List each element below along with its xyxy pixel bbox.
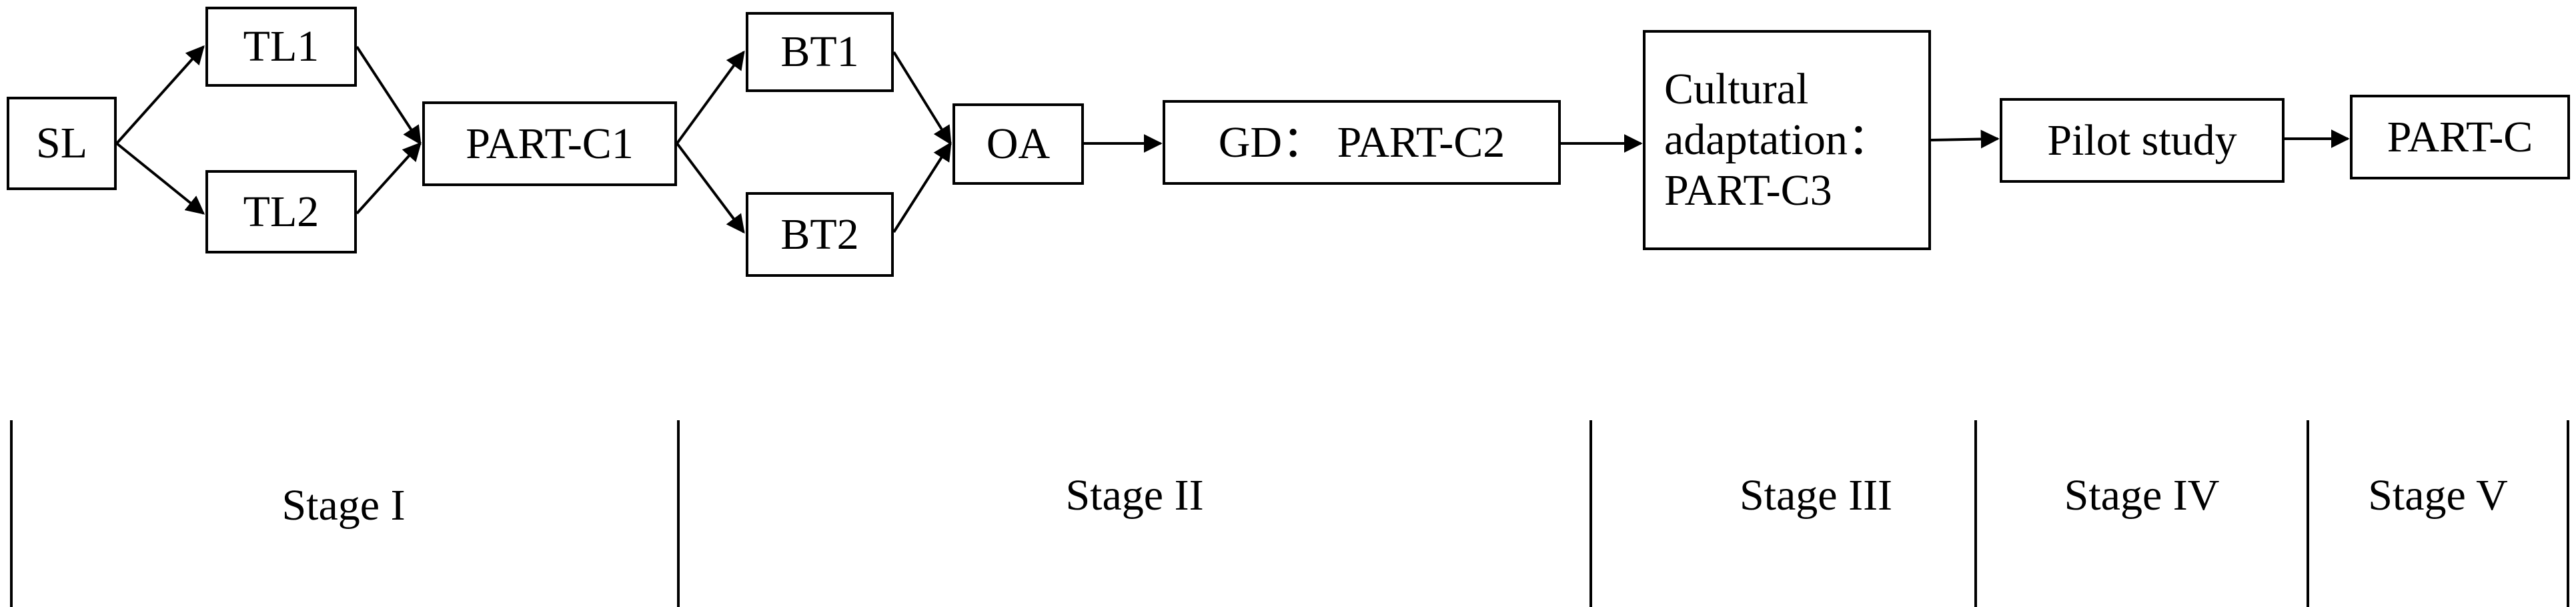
arrow-bt1-oa — [892, 51, 952, 145]
arrow-tl2-partc1 — [356, 141, 422, 215]
stage-divider — [2567, 420, 2569, 607]
box-bt1: BT1 — [746, 12, 894, 92]
stage-divider — [1589, 420, 1592, 607]
cultural-line-2: adaptation： — [1664, 115, 1892, 165]
arrow-sl-tl1 — [115, 45, 205, 145]
box-pilot-study: Pilot study — [2000, 98, 2285, 183]
box-sl: SL — [7, 97, 117, 190]
stage-divider — [10, 420, 13, 607]
stage-label-3: Stage III — [1739, 471, 1893, 520]
cultural-line-1: Cultural — [1664, 65, 1809, 114]
stage-label-4: Stage IV — [2064, 471, 2220, 520]
box-bt2: BT2 — [746, 192, 894, 277]
stage-divider — [2307, 420, 2309, 607]
arrow-partc1-bt1 — [676, 50, 745, 145]
arrow-sl-tl2 — [115, 142, 205, 215]
stage-label-5: Stage V — [2368, 471, 2508, 520]
arrow-partc1-bt2 — [676, 142, 745, 234]
stage-divider — [677, 420, 680, 607]
arrow-bt2-oa — [892, 141, 952, 233]
arrow-tl1-partc1 — [356, 45, 422, 145]
cultural-line-3: PART-C3 — [1664, 165, 1832, 215]
stage-label-2: Stage II — [1065, 471, 1204, 520]
stage-label-1: Stage I — [281, 481, 406, 530]
box-partc1: PART-C1 — [422, 101, 677, 186]
box-tl1: TL1 — [205, 7, 357, 87]
box-cultural-adaptation: Cultural adaptation： PART-C3 — [1643, 30, 1931, 250]
stage-divider — [1974, 420, 1977, 607]
box-oa: OA — [952, 103, 1084, 185]
box-partc: PART-C — [2350, 95, 2570, 179]
arrow-cultural-pilot — [1930, 129, 2000, 149]
box-tl2: TL2 — [205, 170, 357, 253]
box-gd-partc2: GD： PART-C2 — [1163, 100, 1561, 185]
